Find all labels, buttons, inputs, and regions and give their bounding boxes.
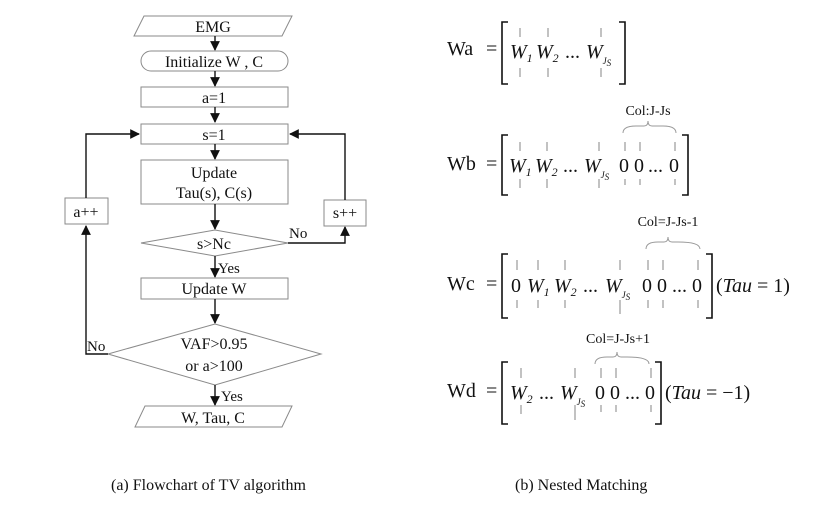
a-init-label: a=1 xyxy=(202,90,226,107)
wb-dots-2: ... xyxy=(648,155,663,177)
matrix-wd: Col=J-Js+1 Wd = W2 ... WJS 0 0 ... 0 (Ta… xyxy=(447,332,750,425)
wb-right-bracket xyxy=(682,134,689,196)
wa-name: Wa xyxy=(447,38,473,60)
wd-zero-n: 0 xyxy=(645,382,655,404)
output-node: W, Tau, C xyxy=(134,405,293,428)
matrix-wc: Col=J-Js-1 Wc = 0 W1 W2 ... WJS 0 0 ... xyxy=(447,215,790,319)
wd-zero-2: 0 xyxy=(610,382,620,404)
wa-w2: W2 xyxy=(536,41,559,65)
wc-right-bracket xyxy=(706,253,713,319)
s-init-label: s=1 xyxy=(202,127,225,144)
edge-label-vaf-yes: Yes xyxy=(221,389,243,405)
output-label: W, Tau, C xyxy=(181,410,245,427)
wd-dots-2: ... xyxy=(625,382,640,404)
wb-ticks xyxy=(519,142,676,188)
wb-left-bracket xyxy=(501,134,508,196)
wd-wjs: WJS xyxy=(560,382,586,409)
wb-annotation: Col:J-Js xyxy=(625,104,670,119)
wc-dots-2: ... xyxy=(672,275,687,297)
update-w-label: Update W xyxy=(181,281,247,298)
edge-label-vaf-no: No xyxy=(87,339,105,355)
wc-zero-2: 0 xyxy=(657,275,667,297)
a-inc-label: a++ xyxy=(73,204,98,221)
wc-zero-n: 0 xyxy=(692,275,702,297)
wb-w2: W2 xyxy=(535,155,558,179)
a-init-node: a=1 xyxy=(140,86,289,108)
init-label: Initialize W , C xyxy=(165,54,263,71)
decision-vaf-label-1: VAF>0.95 xyxy=(181,336,248,353)
caption-nested-matching: (b) Nested Matching xyxy=(515,477,648,494)
wb-name: Wb xyxy=(447,153,476,175)
arrow-vaf-no xyxy=(81,225,108,355)
wa-wjs: WJS xyxy=(586,41,612,68)
s-init-node: s=1 xyxy=(140,123,289,145)
input-node: EMG xyxy=(133,15,293,37)
matrix-wa: Wa = W1 W2 ... WJS xyxy=(447,21,626,85)
matrix-wb: Col:J-Js Wb = W1 W2 ... WJS 0 0 ... 0 xyxy=(447,104,689,196)
wc-annotation: Col=J-Js-1 xyxy=(638,215,699,230)
wb-w1: W1 xyxy=(509,155,532,179)
wd-dots: ... xyxy=(539,382,554,404)
wd-right-bracket xyxy=(655,361,662,425)
wb-zero-n: 0 xyxy=(669,155,679,177)
wc-left-bracket xyxy=(501,253,508,319)
wc-tau: (Tau = 1) xyxy=(716,275,790,297)
decision-s-node: s>Nc xyxy=(140,229,289,257)
wc-wjs: WJS xyxy=(605,275,631,302)
decision-vaf-node: VAF>0.95 or a>100 xyxy=(106,323,323,386)
init-node: Initialize W , C xyxy=(140,50,289,72)
wa-w1: W1 xyxy=(510,41,533,65)
update-tau-label-2: Tau(s), C(s) xyxy=(176,185,252,202)
wa-right-bracket xyxy=(619,21,626,85)
wb-zero-1: 0 xyxy=(619,155,629,177)
wd-ticks xyxy=(520,368,652,420)
wc-brace xyxy=(645,236,701,250)
edge-label-s-yes: Yes xyxy=(218,261,240,277)
wd-left-bracket xyxy=(501,361,508,425)
wb-wjs: WJS xyxy=(584,155,610,182)
wd-equals: = xyxy=(486,380,497,402)
nested-matching: Wa = W1 W2 ... WJS Col:J-Js Wb = xyxy=(447,21,790,425)
arrow-s-no xyxy=(288,226,350,244)
update-w-node: Update W xyxy=(140,277,289,300)
a-inc-node: a++ xyxy=(64,197,109,225)
wb-brace xyxy=(622,120,677,134)
wd-name: Wd xyxy=(447,380,476,402)
wc-w2: W2 xyxy=(554,275,577,299)
s-inc-label: s++ xyxy=(333,205,357,222)
update-tau-label-1: Update xyxy=(191,165,237,182)
s-inc-node: s++ xyxy=(323,199,367,227)
wc-equals: = xyxy=(486,273,497,295)
wc-w1: W1 xyxy=(527,275,550,299)
wb-dots: ... xyxy=(563,155,578,177)
wc-zero-lead: 0 xyxy=(511,275,521,297)
edge-label-s-no: No xyxy=(289,226,307,242)
wa-dots: ... xyxy=(565,41,580,63)
input-label: EMG xyxy=(195,19,231,36)
wc-dots: ... xyxy=(583,275,598,297)
update-tau-node: Update Tau(s), C(s) xyxy=(140,159,289,205)
wc-ticks xyxy=(516,260,699,314)
arrow-a-loop xyxy=(85,129,140,198)
flowchart: EMG Initialize W , C a=1 s=1 Update Tau(… xyxy=(64,15,367,428)
wd-annotation: Col=J-Js+1 xyxy=(586,332,650,347)
wc-zero-1: 0 xyxy=(642,275,652,297)
decision-s-label: s>Nc xyxy=(197,236,231,253)
wb-zero-2: 0 xyxy=(634,155,644,177)
wc-name: Wc xyxy=(447,273,475,295)
decision-vaf-label-2: or a>100 xyxy=(185,358,242,375)
arrow-s-loop xyxy=(289,129,346,200)
wa-equals: = xyxy=(486,38,497,60)
wa-left-bracket xyxy=(501,21,508,85)
wa-ticks xyxy=(519,28,602,77)
wd-tau: (Tau = −1) xyxy=(665,382,750,404)
wd-w2: W2 xyxy=(510,382,533,406)
wb-equals: = xyxy=(486,153,497,175)
wd-zero-1: 0 xyxy=(595,382,605,404)
wd-brace xyxy=(594,351,650,365)
caption-flowchart: (a) Flowchart of TV algorithm xyxy=(111,477,306,494)
